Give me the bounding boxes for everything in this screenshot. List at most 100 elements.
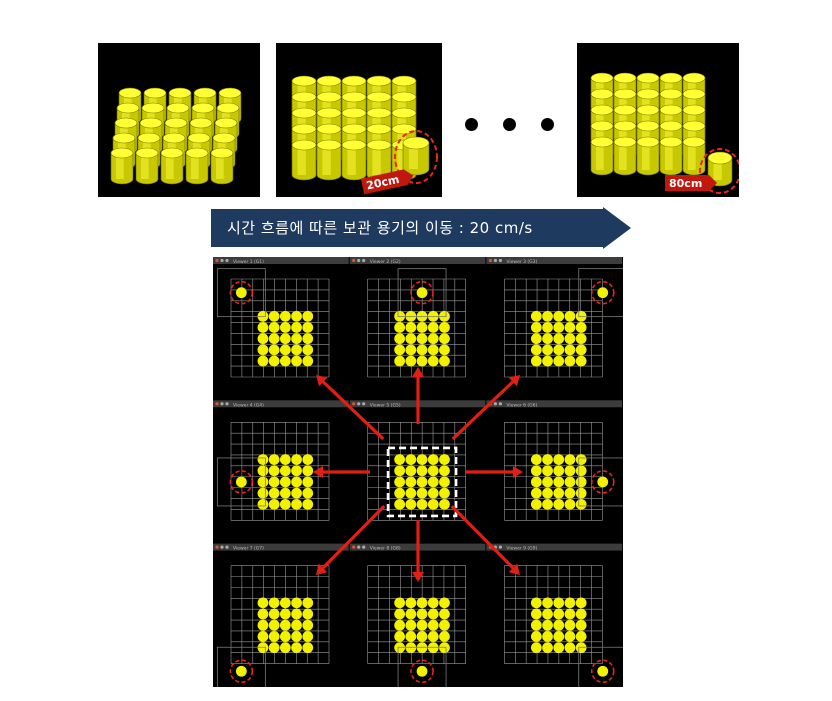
container-top xyxy=(268,631,280,642)
container-top xyxy=(302,465,314,477)
tile-title: Viewer 4 (G4) xyxy=(233,402,264,408)
container-top xyxy=(291,465,302,477)
container-top xyxy=(268,619,280,631)
container-top xyxy=(542,355,553,367)
container-top xyxy=(542,642,553,654)
tile-title: Viewer 9 (G9) xyxy=(506,546,537,552)
container-top xyxy=(564,310,576,322)
container-top xyxy=(257,476,269,488)
arrow-down-left xyxy=(316,504,386,575)
container-top xyxy=(302,619,314,631)
container-top xyxy=(564,454,576,465)
container-top xyxy=(427,608,439,620)
container-top xyxy=(427,355,439,367)
container-top xyxy=(542,608,553,620)
container-top xyxy=(553,476,565,488)
grid-view-tile: Viewer 5 (G5) xyxy=(349,400,486,521)
container-top xyxy=(394,619,406,631)
moved-container-top xyxy=(416,665,428,677)
container-top xyxy=(405,498,417,510)
container-top xyxy=(268,465,280,477)
container-top xyxy=(564,631,576,642)
container-top xyxy=(291,597,302,609)
container-top xyxy=(553,498,565,510)
tile-title: Viewer 5 (G5) xyxy=(370,402,401,408)
container-top xyxy=(394,642,406,654)
container-top xyxy=(530,322,542,333)
container-top xyxy=(564,355,576,367)
container-top xyxy=(439,498,450,510)
container-top xyxy=(291,333,302,345)
container-cylinder xyxy=(636,136,660,176)
container-top xyxy=(279,476,291,488)
container-top xyxy=(427,310,439,322)
grid-view-tile: Viewer 2 (G2) xyxy=(349,257,486,378)
tile-title: Viewer 2 (G2) xyxy=(370,259,401,265)
container-top xyxy=(268,322,280,333)
container-top xyxy=(439,355,450,367)
grid-view-tile: Viewer 3 (G3) xyxy=(486,257,623,378)
container-top xyxy=(530,608,542,620)
container-top xyxy=(542,498,553,510)
container-top xyxy=(439,642,450,654)
container-top xyxy=(564,619,576,631)
container-top xyxy=(416,333,428,345)
container-top xyxy=(530,344,542,356)
container-top xyxy=(302,642,314,654)
container-top xyxy=(257,322,269,333)
render-20cm: 20cm xyxy=(276,43,442,197)
container-top xyxy=(564,344,576,356)
container-top xyxy=(575,631,587,642)
container-top xyxy=(302,608,314,620)
container-top xyxy=(542,476,553,488)
container-top xyxy=(575,498,587,510)
container-cylinder xyxy=(341,139,367,181)
container-top xyxy=(542,487,553,499)
container-top xyxy=(291,454,302,465)
container-top xyxy=(405,631,417,642)
container-top xyxy=(257,631,269,642)
container-cylinder xyxy=(682,136,706,176)
container-top xyxy=(394,608,406,620)
container-top xyxy=(302,597,314,609)
container-top xyxy=(553,642,565,654)
container-top xyxy=(553,333,565,345)
container-top xyxy=(530,619,542,631)
container-top xyxy=(405,344,417,356)
moved-container-top xyxy=(597,476,609,488)
container-top xyxy=(575,454,587,465)
container-top xyxy=(405,355,417,367)
container-top xyxy=(257,619,269,631)
container-top xyxy=(257,498,269,510)
container-top xyxy=(542,465,553,477)
container-top xyxy=(575,310,587,322)
container-cylinder xyxy=(366,139,392,181)
container-top xyxy=(564,465,576,477)
container-top xyxy=(268,310,280,322)
grid-view-tile: Viewer 7 (G7) xyxy=(213,543,349,687)
container-top xyxy=(279,465,291,477)
moved-container-top xyxy=(235,476,247,488)
container-top xyxy=(564,487,576,499)
container-top xyxy=(257,344,269,356)
container-top xyxy=(394,344,406,356)
container-top xyxy=(564,498,576,510)
container-top xyxy=(439,465,450,477)
container-top xyxy=(439,597,450,609)
container-top xyxy=(439,310,450,322)
container-top xyxy=(575,487,587,499)
container-cylinder xyxy=(590,136,614,176)
grid-view-tile: Viewer 6 (G6) xyxy=(486,400,623,521)
tile-title: Viewer 6 (G6) xyxy=(506,402,537,408)
container-top xyxy=(302,631,314,642)
container-top xyxy=(405,476,417,488)
container-top xyxy=(553,619,565,631)
container-top xyxy=(279,608,291,620)
container-top xyxy=(542,344,553,356)
container-top xyxy=(427,597,439,609)
container-top xyxy=(439,608,450,620)
container-top xyxy=(553,465,565,477)
container-top xyxy=(279,619,291,631)
moved-container-top xyxy=(597,665,609,677)
container-top xyxy=(564,476,576,488)
